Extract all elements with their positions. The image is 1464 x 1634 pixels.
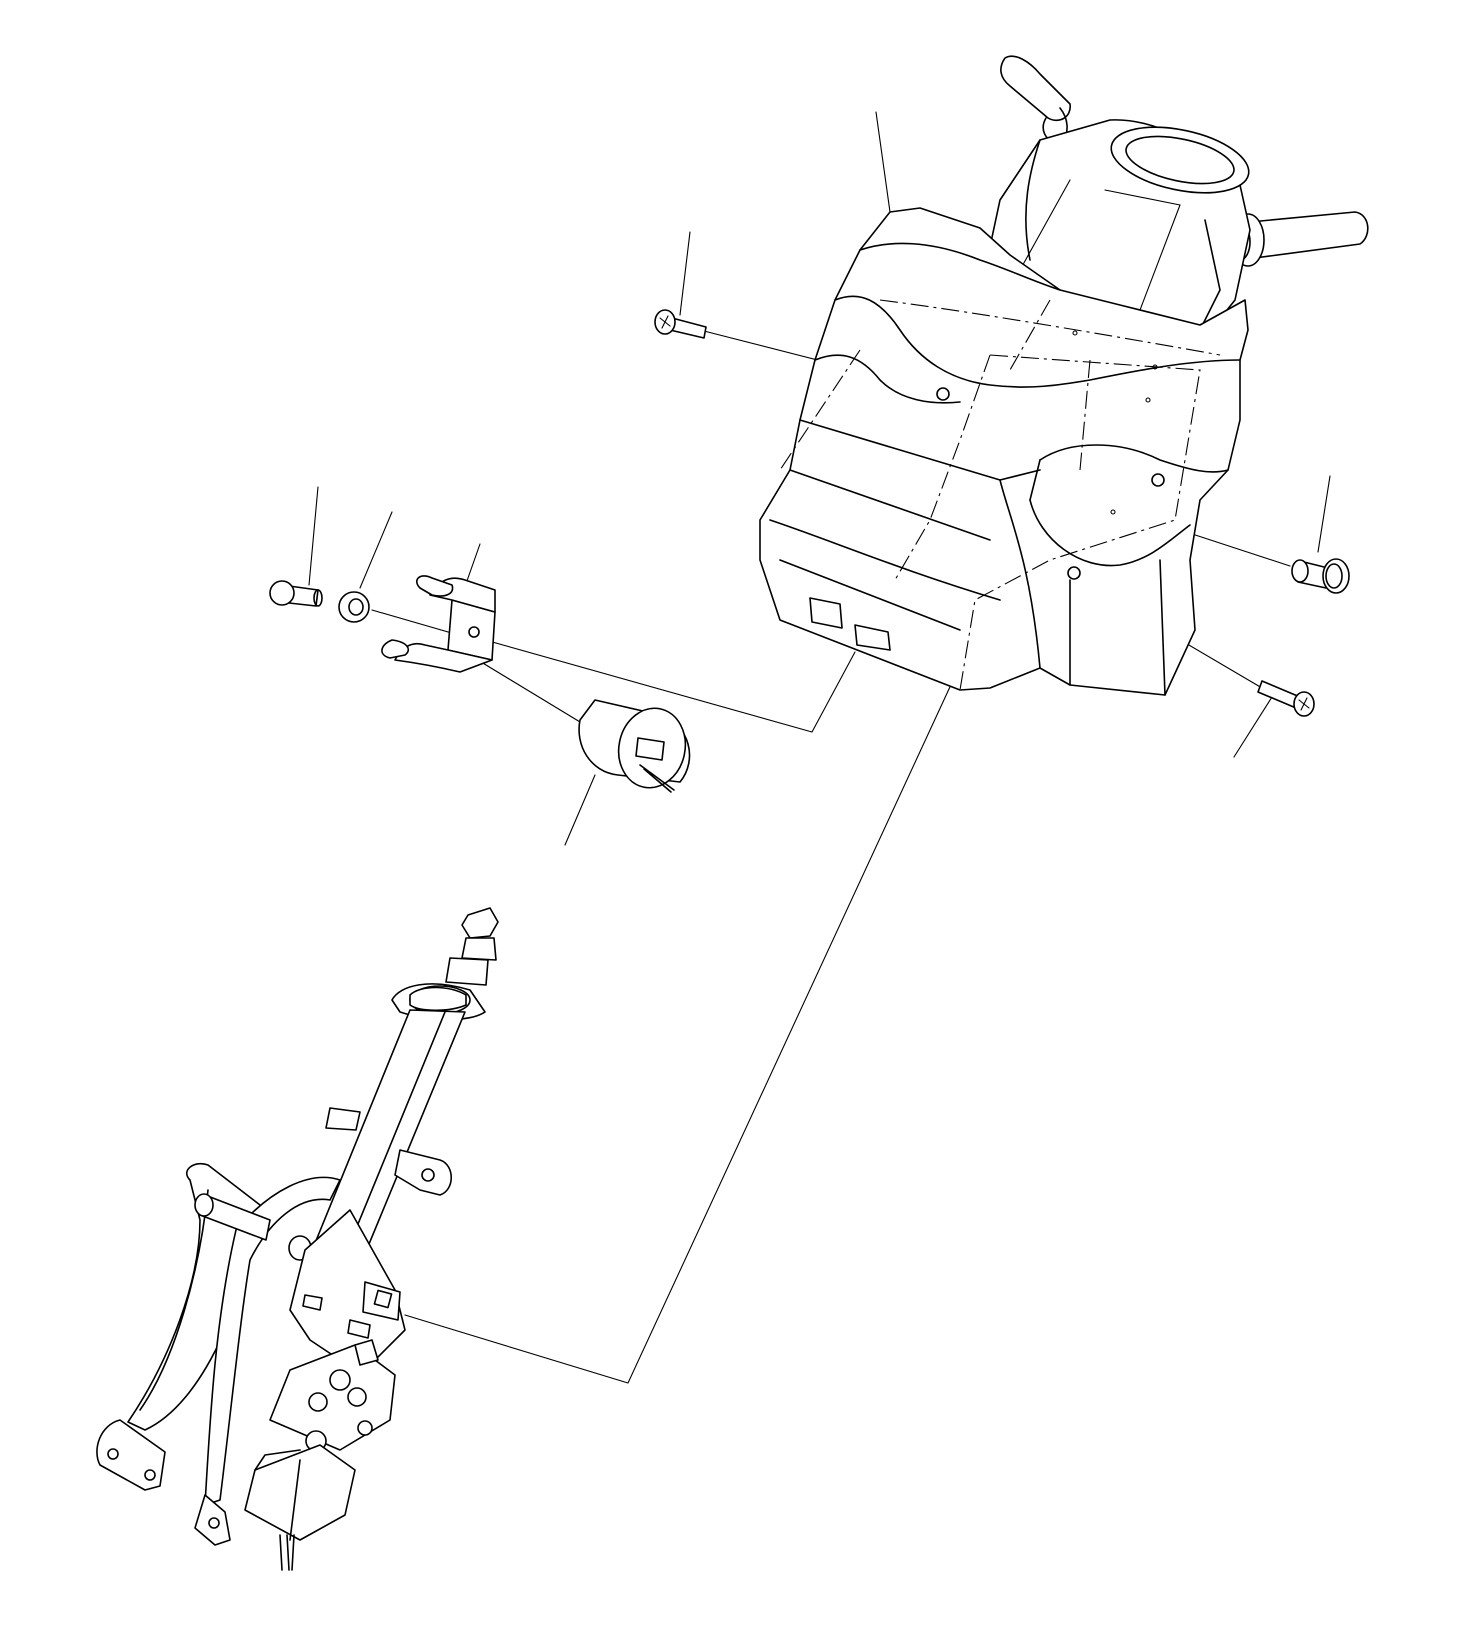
callout-leader-washer [359,511,393,589]
callout-leader-screw-upper [679,231,691,316]
assembly-line-bolt-right [1179,529,1291,567]
bolt-icon [269,580,323,607]
relay-bracket [381,575,496,673]
bracket-bolt [269,580,323,607]
lower-shroud [759,207,1249,696]
screw-icon [1257,680,1315,717]
tilt-lever-left-icon [127,1162,261,1431]
shroud-screw-lower-right [1257,680,1315,717]
switch-stalk-left-icon [1000,55,1071,143]
column-shroud [759,55,1369,696]
bolt-icon [1291,558,1350,594]
shroud-connector-icon [809,597,891,651]
screw-hole-right-icon [1151,473,1165,487]
column-nut-icon [461,907,499,939]
callout-leader-bolt-right [1317,475,1331,553]
switch-stalk-right-icon [1229,211,1369,267]
assembly-lines [371,329,1291,1384]
tilt-lever-right-icon [204,1176,341,1506]
callout-leader-bolt [308,486,319,586]
shroud-screw-upper-left [654,309,707,339]
bracket-icon [381,575,496,673]
screw-hole-upper-icon [936,387,950,401]
screw-icon [654,309,707,339]
assembly-line-column-to-shroud [404,675,956,1384]
callout-leader-relay [564,774,596,846]
callout-leader-shroud [875,111,891,213]
shroud-bolt-right [1291,558,1350,594]
relay [578,699,691,793]
column-housing-icon [289,1209,406,1361]
steering-column [96,907,499,1571]
steering-column-icon [96,907,499,1571]
relay-icon [578,699,691,793]
washer [338,591,370,623]
assembly-line-washer [371,609,463,637]
callout-leaders [308,111,1331,846]
callout-leader-screw-lower [1233,696,1273,758]
washer-icon [338,591,370,623]
assembly-line-bracket-to-shroud [477,637,856,733]
screw-hole-lower-icon [1067,566,1081,580]
